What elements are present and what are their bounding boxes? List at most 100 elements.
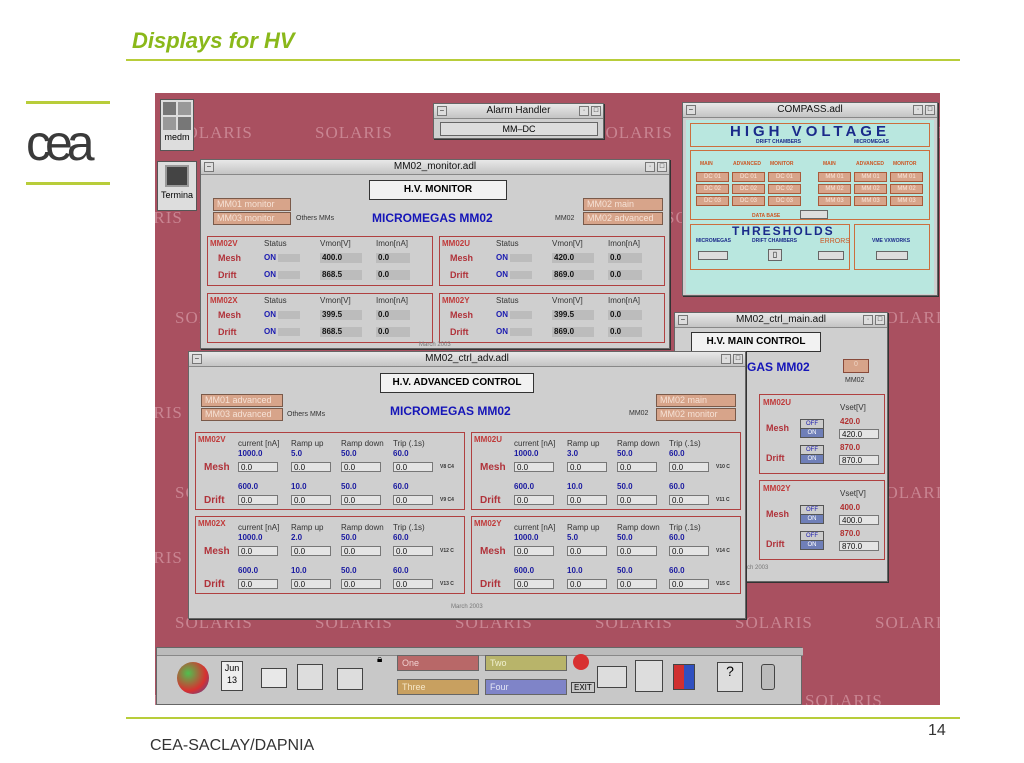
mesh-vset-input[interactable]: 400.0	[839, 515, 879, 525]
param-input[interactable]: 0.0	[238, 579, 278, 589]
terminal-icon[interactable]: Termina	[157, 161, 197, 211]
mm01-advanced-button[interactable]: MM01 advanced	[201, 394, 283, 407]
window-menu-icon[interactable]: –	[686, 105, 696, 115]
param-input[interactable]: 0.0	[514, 546, 554, 556]
mm-hv-button[interactable]: MM 03	[854, 196, 887, 206]
window-menu-icon[interactable]: –	[437, 106, 447, 116]
minimize-icon[interactable]: ·	[721, 354, 731, 364]
mailbox-icon[interactable]	[635, 660, 663, 692]
dc-hv-button[interactable]: DC 02	[732, 184, 765, 194]
workspace-four-button[interactable]: Four	[485, 679, 567, 695]
adv-mm02-main-button[interactable]: MM02 main	[656, 394, 736, 407]
param-input[interactable]: 0.0	[238, 495, 278, 505]
param-input[interactable]: 0.0	[617, 495, 657, 505]
param-input[interactable]: 0.0	[617, 546, 657, 556]
medm-icon[interactable]: medm	[160, 99, 194, 151]
vme-button[interactable]	[876, 251, 908, 260]
param-input[interactable]: 0.0	[341, 579, 381, 589]
drift-vset-input[interactable]: 870.0	[839, 541, 879, 551]
alarm-handler-window[interactable]: – Alarm Handler · □ MM–DC	[433, 103, 604, 139]
compass-window[interactable]: – COMPASS.adl · □ HIGH VOLTAGE DRIFT CHA…	[682, 102, 938, 296]
dc-hv-button[interactable]: DC 02	[768, 184, 801, 194]
param-input[interactable]: 0.0	[514, 579, 554, 589]
minimize-icon[interactable]: ·	[645, 162, 655, 172]
globe-icon[interactable]	[177, 662, 209, 694]
maximize-icon[interactable]: □	[925, 105, 935, 115]
window-menu-icon[interactable]: –	[192, 354, 202, 364]
calendar-icon[interactable]: Jun 13	[221, 661, 243, 691]
mesh-on-button[interactable]: ON	[800, 428, 824, 438]
param-input[interactable]: 0.0	[238, 546, 278, 556]
param-input[interactable]: 0.0	[393, 462, 433, 472]
param-input[interactable]: 0.0	[567, 546, 607, 556]
param-input[interactable]: 0.0	[393, 495, 433, 505]
dc-hv-button[interactable]: DC 01	[696, 172, 729, 182]
param-input[interactable]: 0.0	[514, 495, 554, 505]
window-menu-icon[interactable]: –	[678, 315, 688, 325]
style-manager-icon[interactable]	[673, 664, 695, 690]
mm-hv-button[interactable]: MM 02	[818, 184, 851, 194]
dc-hv-button[interactable]: DC 03	[732, 196, 765, 206]
printer-icon[interactable]	[597, 666, 627, 688]
alarm-handler-titlebar[interactable]: – Alarm Handler · □	[434, 104, 603, 119]
param-input[interactable]: 0.0	[669, 462, 709, 472]
workspace-one-button[interactable]: One	[397, 655, 479, 671]
minimize-icon[interactable]: ·	[863, 315, 873, 325]
param-input[interactable]: 0.0	[238, 462, 278, 472]
mm02-advanced-button[interactable]: MM02 advanced	[583, 212, 663, 225]
param-input[interactable]: 0.0	[291, 546, 331, 556]
mm-hv-button[interactable]: MM 01	[890, 172, 923, 182]
text-editor-icon[interactable]	[297, 664, 323, 690]
param-input[interactable]: 0.0	[669, 579, 709, 589]
minimize-icon[interactable]: ·	[579, 106, 589, 116]
param-input[interactable]: 0.0	[617, 462, 657, 472]
mm-hv-button[interactable]: MM 03	[890, 196, 923, 206]
ctrl-adv-titlebar[interactable]: – MM02_ctrl_adv.adl · □	[189, 352, 745, 367]
mesh-vset-input[interactable]: 420.0	[839, 429, 879, 439]
ctrl-main-titlebar[interactable]: – MM02_ctrl_main.adl · □	[675, 313, 887, 328]
maximize-icon[interactable]: □	[591, 106, 601, 116]
adv-mm02-monitor-button[interactable]: MM02 monitor	[656, 408, 736, 421]
mm-hv-button[interactable]: MM 02	[890, 184, 923, 194]
param-input[interactable]: 0.0	[567, 579, 607, 589]
dc-hv-button[interactable]: DC 03	[768, 196, 801, 206]
th-drift-button[interactable]: ▯	[768, 249, 782, 261]
ctrl-adv-window[interactable]: – MM02_ctrl_adv.adl · □ H.V. ADVANCED CO…	[188, 351, 746, 619]
th-micromegas-button[interactable]	[698, 251, 728, 260]
help-icon[interactable]: ?	[717, 662, 743, 692]
mm01-monitor-button[interactable]: MM01 monitor	[213, 198, 291, 211]
mm-hv-button[interactable]: MM 01	[818, 172, 851, 182]
param-input[interactable]: 0.0	[393, 546, 433, 556]
dc-hv-button[interactable]: DC 03	[696, 196, 729, 206]
th-errors-button[interactable]	[818, 251, 844, 260]
param-input[interactable]: 0.0	[617, 579, 657, 589]
window-menu-icon[interactable]: –	[204, 162, 214, 172]
compass-titlebar[interactable]: – COMPASS.adl · □	[683, 103, 937, 118]
monitor-window[interactable]: – MM02_monitor.adl · □ H.V. MONITOR MM01…	[200, 159, 670, 349]
drift-on-button[interactable]: ON	[800, 540, 824, 550]
param-input[interactable]: 0.0	[341, 462, 381, 472]
maximize-icon[interactable]: □	[657, 162, 667, 172]
param-input[interactable]: 0.0	[341, 495, 381, 505]
mm03-advanced-button[interactable]: MM03 advanced	[201, 408, 283, 421]
param-input[interactable]: 0.0	[514, 462, 554, 472]
mesh-on-button[interactable]: ON	[800, 514, 824, 524]
trash-icon[interactable]	[761, 664, 775, 690]
param-input[interactable]: 0.0	[341, 546, 381, 556]
drift-on-button[interactable]: ON	[800, 454, 824, 464]
workspace-two-button[interactable]: Two	[485, 655, 567, 671]
mail-icon[interactable]	[337, 668, 363, 690]
maximize-icon[interactable]: □	[733, 354, 743, 364]
file-manager-icon[interactable]	[261, 668, 287, 688]
mm03-monitor-button[interactable]: MM03 monitor	[213, 212, 291, 225]
dc-hv-button[interactable]: DC 01	[768, 172, 801, 182]
param-input[interactable]: 0.0	[291, 495, 331, 505]
mm-hv-button[interactable]: MM 03	[818, 196, 851, 206]
mm02-main-button[interactable]: MM02 main	[583, 198, 663, 211]
param-input[interactable]: 0.0	[567, 462, 607, 472]
param-input[interactable]: 0.0	[291, 462, 331, 472]
mm-dc-button[interactable]: MM–DC	[440, 122, 598, 136]
param-input[interactable]: 0.0	[291, 579, 331, 589]
workspace-three-button[interactable]: Three	[397, 679, 479, 695]
mm-hv-button[interactable]: MM 01	[854, 172, 887, 182]
